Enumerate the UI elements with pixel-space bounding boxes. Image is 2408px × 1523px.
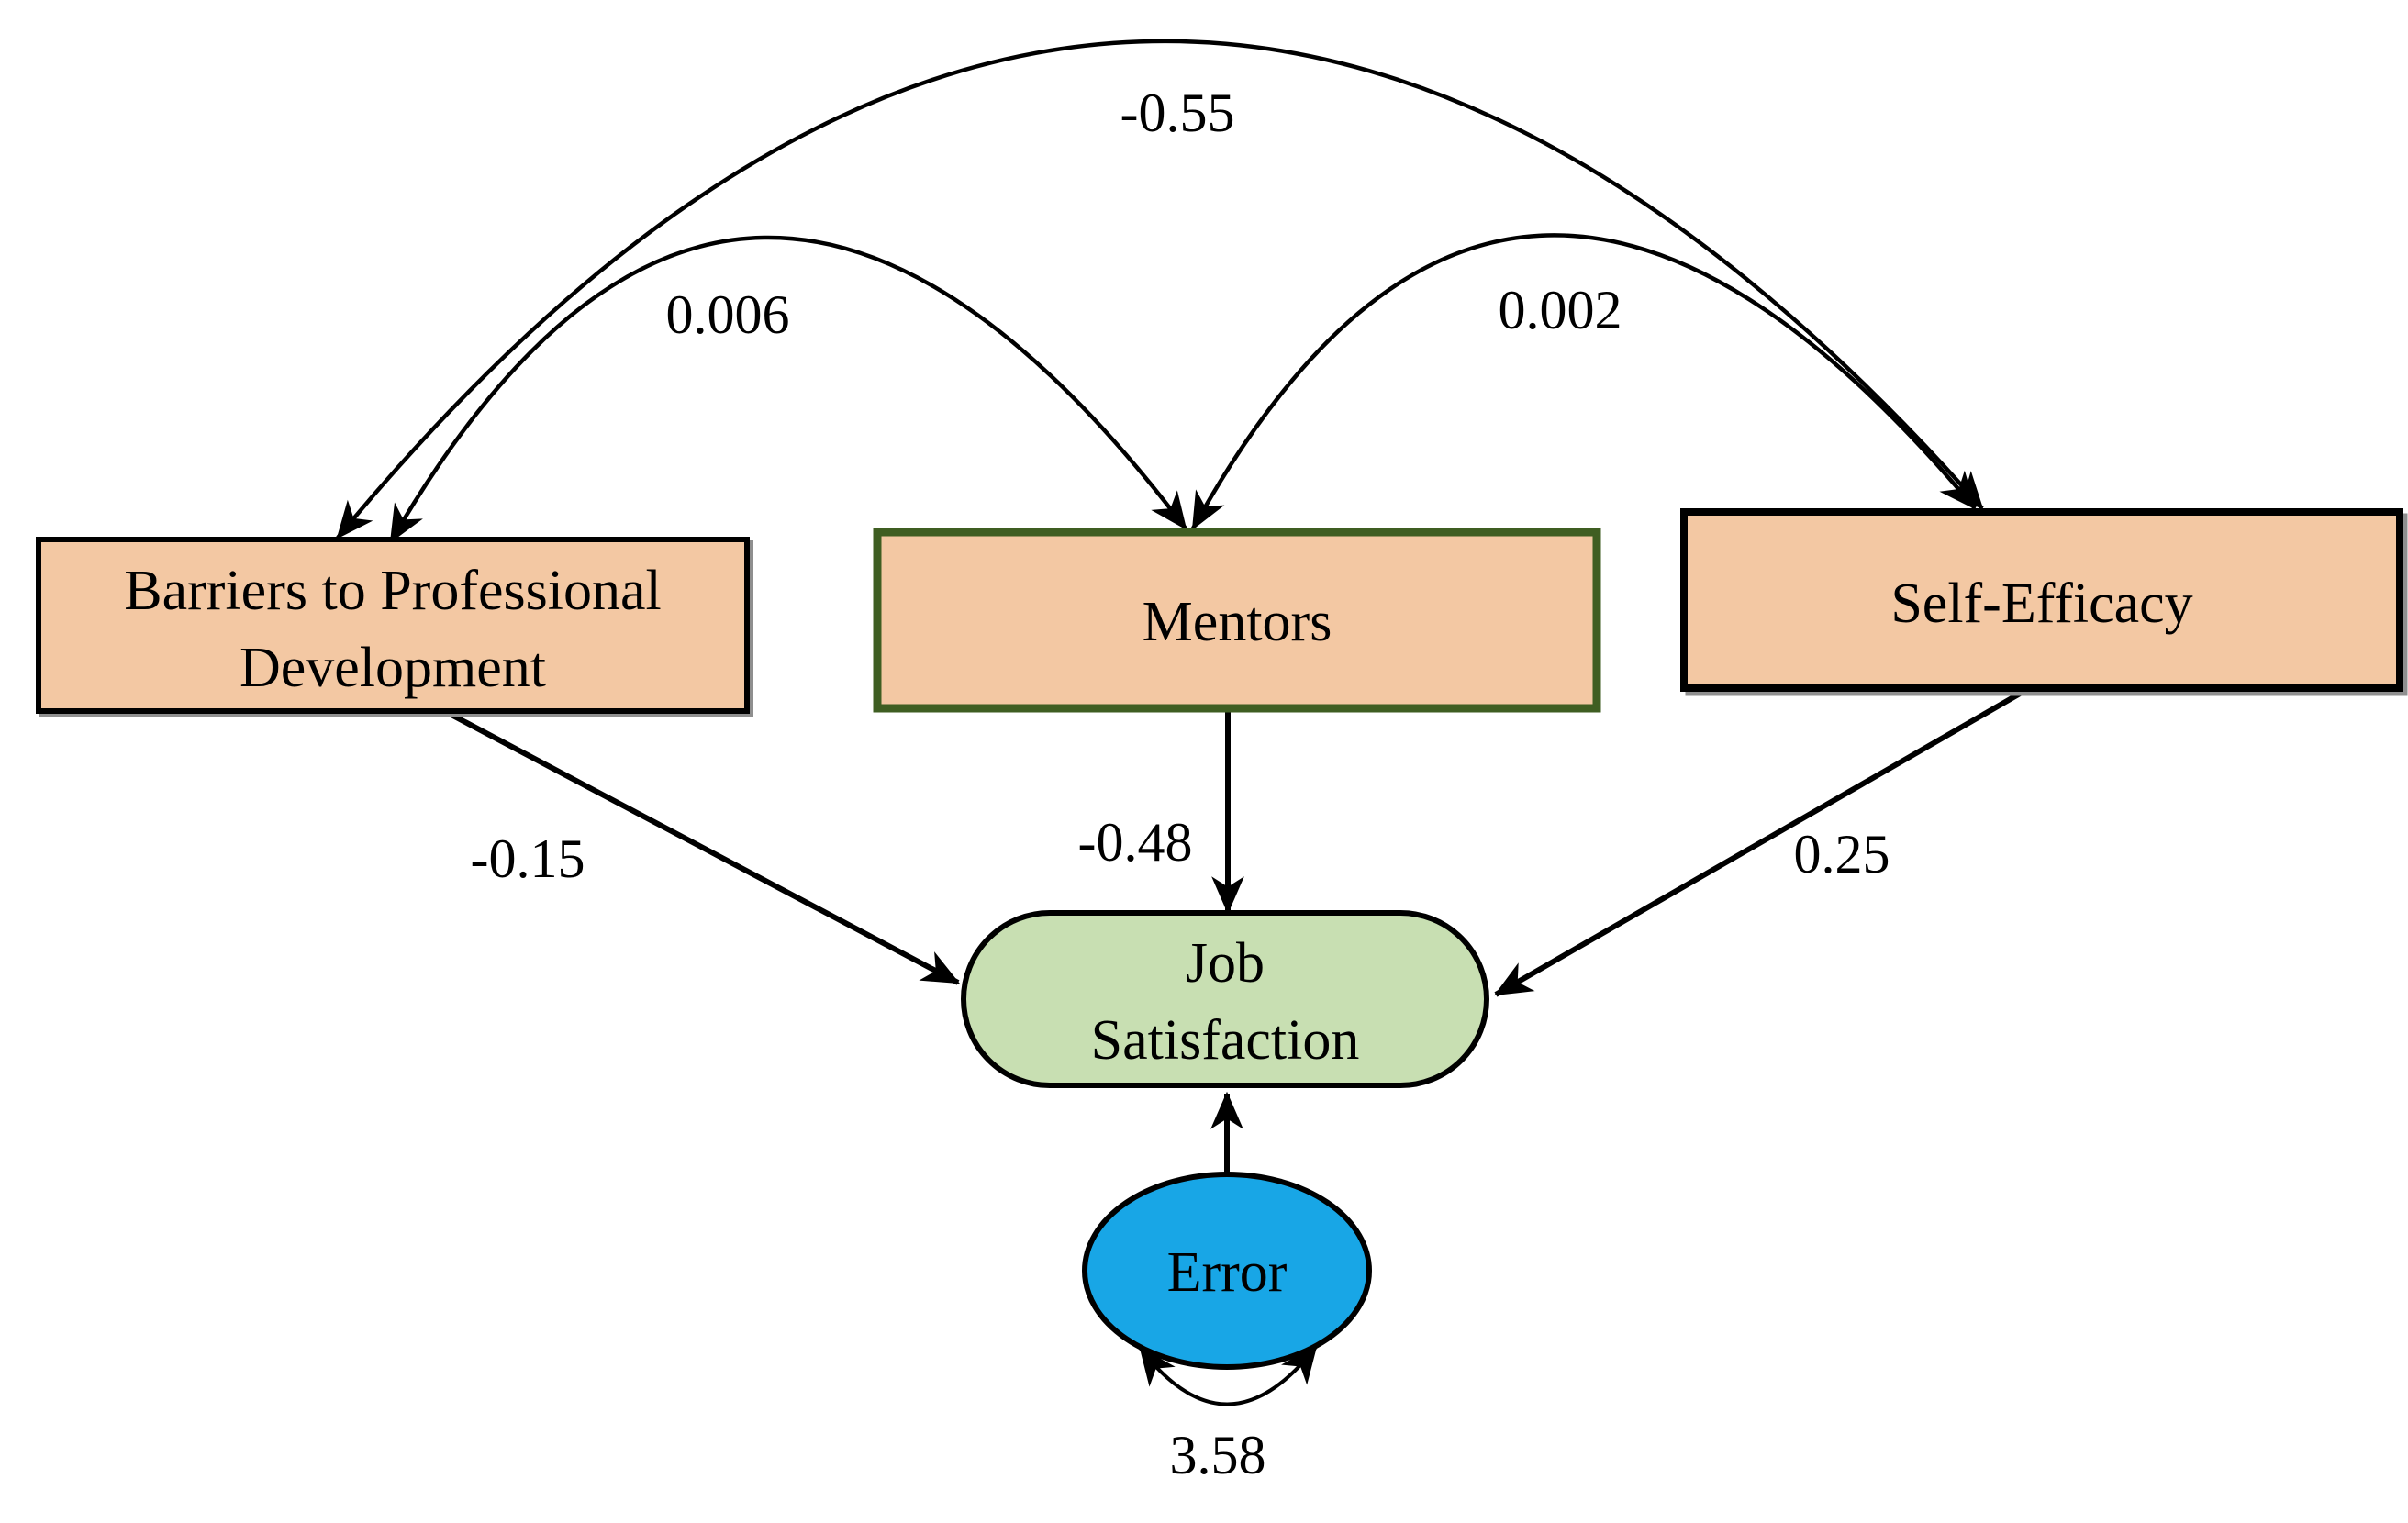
covariance-arc-barriers-selfefficacy [336,39,1984,539]
mentors-label: Mentors [1143,591,1332,653]
coefficient-error-variance: 3.58 [1170,1425,1266,1485]
error-node [1082,1172,1372,1370]
barriers-label-line2: Development [240,637,546,699]
job-satisfaction-label-line2: Satisfaction [1091,1009,1360,1072]
job-satisfaction-label-line1: Job [1186,932,1265,995]
error-variance-loop [1139,1345,1318,1406]
coefficient-barriers-selfefficacy-cov: -0.55 [1120,83,1235,143]
coefficient-barriers-mentors-cov: 0.006 [666,284,790,345]
mentors-box [873,528,1601,713]
path-arrow-selfefficacy-to-job [1494,687,2028,997]
barriers-box [36,537,750,714]
job-satisfaction-node [961,910,1489,1088]
self-efficacy-box [1680,508,2403,692]
barriers-label-line1: Barriers to Professional [124,560,661,622]
coefficient-barriers-to-job: -0.15 [471,828,585,889]
coefficient-selfefficacy-to-job: 0.25 [1794,824,1890,884]
coefficient-mentors-selfefficacy-cov: 0.002 [1499,280,1622,340]
error-label: Error [1167,1241,1288,1304]
self-efficacy-label: Self-Efficacy [1890,573,2192,635]
coefficient-mentors-to-job: -0.48 [1078,812,1193,873]
path-arrow-barriers-to-job [446,710,961,985]
covariance-arc-barriers-mentors [389,235,1187,543]
covariance-arc-mentors-selfefficacy [1191,233,1977,530]
